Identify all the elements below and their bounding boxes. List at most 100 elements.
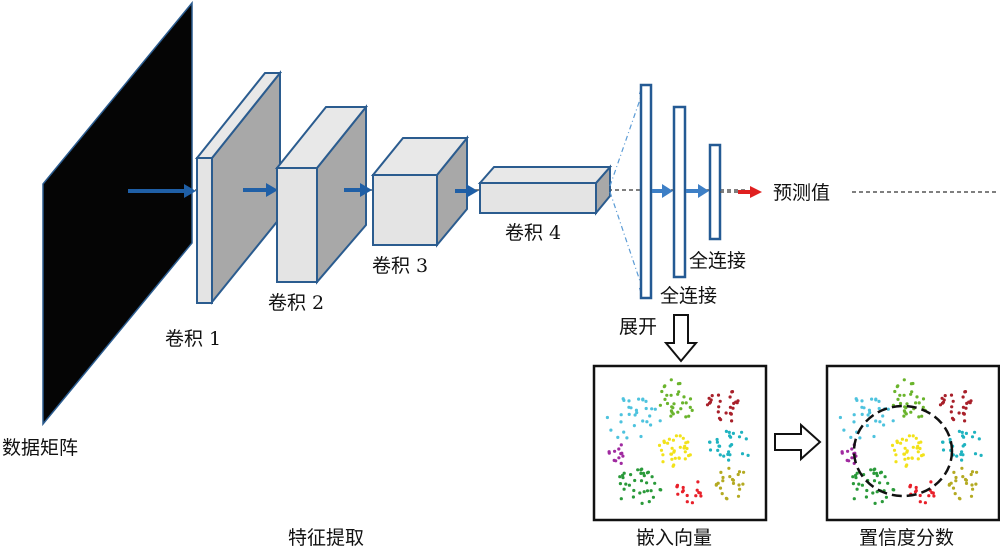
scatter-point-green_bottom xyxy=(883,475,887,479)
flow-arrow-3-4 xyxy=(455,184,478,198)
scatter-point-yellow xyxy=(920,454,924,458)
scatter-point-green_top xyxy=(909,382,914,386)
scatter-point-olive xyxy=(971,487,975,491)
scatter-point-teal xyxy=(708,448,713,452)
scatter-point-red xyxy=(913,490,918,494)
scatter-point-teal xyxy=(716,448,720,452)
scatter-point-yellow xyxy=(685,446,689,451)
scatter-point-dark_red xyxy=(710,394,714,398)
scatter-point-yellow xyxy=(666,441,670,445)
scatter-point-green_bottom xyxy=(872,468,876,472)
scatter-point-green_bottom xyxy=(855,487,859,491)
scatter-point-green_top xyxy=(676,392,680,396)
scatter-point-green_top xyxy=(670,405,674,409)
scatter-point-light_blue xyxy=(867,408,872,412)
scatter-point-green_top xyxy=(682,395,686,399)
confidence-scatter xyxy=(838,378,983,505)
scatter-point-green_bottom xyxy=(852,497,856,501)
scatter-point-olive xyxy=(974,482,978,486)
fc1-vector xyxy=(672,105,687,279)
scatter-point-yellow xyxy=(678,445,682,449)
conv3-layer xyxy=(370,135,470,248)
scatter-point-light_blue xyxy=(860,405,864,409)
scatter-point-green_bottom xyxy=(869,468,873,472)
scatter-point-light_blue xyxy=(849,435,853,439)
scatter-point-red xyxy=(908,485,912,489)
scatter-point-olive xyxy=(741,482,745,486)
scatter-point-yellow xyxy=(914,436,918,440)
scatter-point-yellow xyxy=(657,443,662,447)
scatter-point-green_bottom xyxy=(878,471,883,475)
scatter-point-olive xyxy=(953,492,957,496)
data-matrix-plane xyxy=(42,0,193,427)
scatter-point-purple xyxy=(846,449,850,453)
scatter-point-purple xyxy=(619,452,623,456)
scatter-point-green_bottom xyxy=(855,471,859,475)
scatter-point-purple xyxy=(845,458,849,462)
scatter-point-olive xyxy=(719,470,723,474)
scatter-point-teal xyxy=(724,429,729,433)
scatter-point-light_blue xyxy=(609,428,613,432)
scatter-point-dark_red xyxy=(728,411,733,415)
scatter-point-light_blue xyxy=(639,434,643,439)
scatter-point-yellow xyxy=(918,446,922,451)
scatter-point-olive xyxy=(731,481,736,485)
scatter-point-green_top xyxy=(690,408,694,412)
scatter-point-yellow xyxy=(904,464,908,468)
scatter-point-light_blue xyxy=(874,419,878,423)
scatter-point-green_top xyxy=(917,415,921,419)
scatter-point-yellow xyxy=(678,434,682,438)
scatter-point-green_bottom xyxy=(618,482,623,486)
scatter-point-green_bottom xyxy=(633,478,637,483)
scatter-point-red xyxy=(918,500,922,504)
scatter-point-green_top xyxy=(681,401,685,405)
scatter-point-olive xyxy=(731,478,736,482)
scatter-point-green_bottom xyxy=(871,491,875,495)
scatter-point-light_blue xyxy=(881,414,885,418)
scatter-point-yellow xyxy=(910,456,914,460)
scatter-point-olive xyxy=(720,492,724,496)
scatter-point-dark_red xyxy=(717,416,722,420)
scatter-point-green_top xyxy=(917,401,921,405)
flow-arrow-fc1-fc2 xyxy=(686,184,709,198)
scatter-point-green_top xyxy=(909,392,913,396)
scatter-point-yellow xyxy=(905,449,909,453)
scatter-point-green_top xyxy=(921,397,926,401)
scatter-point-green_bottom xyxy=(618,475,622,479)
scatter-point-teal xyxy=(718,444,722,448)
scatter-point-green_top xyxy=(902,414,906,418)
scatter-point-teal xyxy=(970,435,975,439)
scatter-point-green_bottom xyxy=(640,501,644,505)
scatter-point-light_blue xyxy=(868,411,872,415)
scatter-point-purple xyxy=(619,461,623,465)
scatter-point-green_bottom xyxy=(631,495,636,499)
scatter-point-yellow xyxy=(894,453,898,457)
scatter-point-olive xyxy=(951,486,956,490)
scatter-point-green_bottom xyxy=(639,471,643,475)
scatter-point-dark_red xyxy=(732,401,736,405)
scatter-point-dark_red xyxy=(730,390,735,394)
data-matrix xyxy=(42,0,193,427)
scatter-point-green_top xyxy=(676,382,681,386)
scatter-point-green_top xyxy=(914,401,918,405)
fc2-vector xyxy=(708,143,722,241)
scatter-point-teal xyxy=(708,440,712,444)
scatter-point-yellow xyxy=(669,452,674,456)
scatter-point-green_bottom xyxy=(638,491,642,495)
scatter-point-purple xyxy=(617,447,621,451)
scatter-point-dark_red xyxy=(969,399,973,403)
scatter-point-light_blue xyxy=(644,399,648,403)
feature-extraction-label: 特征提取 xyxy=(288,527,364,549)
scatter-point-red xyxy=(680,490,685,494)
scatter-point-green_top xyxy=(669,393,673,397)
scatter-point-teal xyxy=(979,453,983,457)
scatter-point-light_blue xyxy=(648,414,652,418)
scatter-point-light_blue xyxy=(622,430,626,434)
scatter-point-green_bottom xyxy=(864,495,869,499)
scatter-point-light_blue xyxy=(866,413,870,417)
scatter-point-yellow xyxy=(683,457,687,461)
flow-arrow-flatten-fc1 xyxy=(652,184,673,198)
fc2-label: 全连接 xyxy=(689,250,746,272)
scatter-point-green_bottom xyxy=(884,495,889,499)
scatter-point-yellow xyxy=(674,434,679,438)
